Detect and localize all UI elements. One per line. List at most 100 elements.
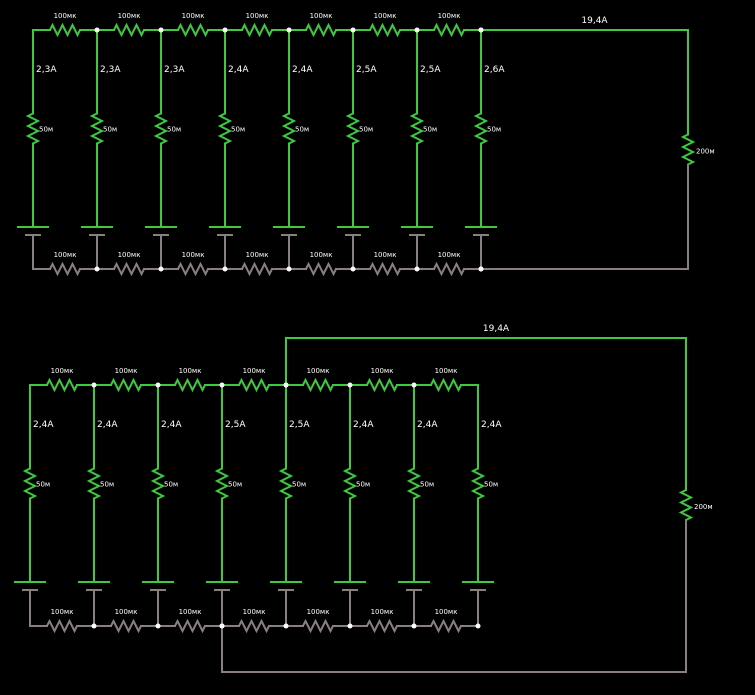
top-rail-resistor-label: 100мк xyxy=(51,367,74,375)
junction-node xyxy=(283,382,289,388)
branch-current-label: 2,5A xyxy=(289,420,310,430)
branch-resistor xyxy=(409,112,425,145)
top-rail-resistor xyxy=(110,377,142,393)
branch-resistor-label: 50м xyxy=(487,126,501,134)
junction-node xyxy=(286,27,292,33)
load-current-label: 19,4A xyxy=(483,324,510,334)
branch-resistor xyxy=(278,467,294,500)
junction-node xyxy=(91,623,97,629)
junction-node xyxy=(94,27,100,33)
branch-current-label: 2,4A xyxy=(292,65,313,75)
branch-resistor xyxy=(25,112,41,145)
load-resistor-label: 200м xyxy=(694,503,713,511)
branch-resistor-label: 50м xyxy=(484,481,498,489)
branch-resistor xyxy=(473,112,489,145)
branch-resistor-label: 50м xyxy=(359,126,373,134)
top-rail-resistor xyxy=(113,22,145,38)
top-rail-resistor xyxy=(369,22,401,38)
load-resistor-label: 200м xyxy=(696,148,715,156)
junction-node xyxy=(286,266,292,272)
bottom-rail-resistor-label: 100мк xyxy=(371,608,394,616)
bottom-rail-resistor xyxy=(305,261,337,277)
junction-node xyxy=(158,266,164,272)
bottom-rail-resistor-label: 100мк xyxy=(435,608,458,616)
junction-node xyxy=(347,623,353,629)
branch-resistor-label: 50м xyxy=(423,126,437,134)
bottom-rail-resistor-label: 100мк xyxy=(438,251,461,259)
top-rail-resistor xyxy=(174,377,206,393)
junction-node xyxy=(347,382,353,388)
branch-resistor-label: 50м xyxy=(356,481,370,489)
branch-current-label: 2,4A xyxy=(481,420,502,430)
top-rail-resistor-label: 100мк xyxy=(182,12,205,20)
branch-current-label: 2,5A xyxy=(356,65,377,75)
branch-resistor-label: 50м xyxy=(420,481,434,489)
branch-current-label: 2,4A xyxy=(33,420,54,430)
branch-current-label: 2,5A xyxy=(225,420,246,430)
top-rail-resistor-label: 100мк xyxy=(438,12,461,20)
bottom-rail-resistor-label: 100мк xyxy=(307,608,330,616)
branch-resistor-label: 50м xyxy=(167,126,181,134)
bottom-rail-resistor-label: 100мк xyxy=(179,608,202,616)
branch-resistor xyxy=(214,467,230,500)
branch-resistor-label: 50м xyxy=(292,481,306,489)
top-rail-resistor xyxy=(177,22,209,38)
branch-resistor xyxy=(89,112,105,145)
branch-resistor xyxy=(150,467,166,500)
branch-current-label: 2,5A xyxy=(420,65,441,75)
junction-node xyxy=(414,27,420,33)
branch-current-label: 2,4A xyxy=(353,420,374,430)
junction-node xyxy=(219,623,225,629)
junction-node xyxy=(91,382,97,388)
bottom-rail-resistor xyxy=(177,261,209,277)
bottom-rail-resistor xyxy=(238,618,270,634)
branch-current-label: 2,3A xyxy=(100,65,121,75)
load-resistor xyxy=(680,133,696,166)
top-rail-resistor-label: 100мк xyxy=(118,12,141,20)
bottom-rail-resistor-label: 100мк xyxy=(374,251,397,259)
junction-node xyxy=(222,27,228,33)
bottom-rail-resistor-label: 100мк xyxy=(54,251,77,259)
junction-node xyxy=(411,382,417,388)
top-rail-resistor xyxy=(241,22,273,38)
load-current-label: 19,4A xyxy=(581,16,608,26)
branch-resistor-label: 50м xyxy=(39,126,53,134)
top-rail-resistor xyxy=(302,377,334,393)
branch-resistor-label: 50м xyxy=(228,481,242,489)
bottom-rail-resistor xyxy=(430,618,462,634)
junction-node xyxy=(411,623,417,629)
top-rail-resistor-label: 100мк xyxy=(115,367,138,375)
bottom-rail-resistor-label: 100мк xyxy=(246,251,269,259)
branch-current-label: 2,6A xyxy=(484,65,505,75)
branch-current-label: 2,4A xyxy=(97,420,118,430)
branch-current-label: 2,3A xyxy=(36,65,57,75)
branch-resistor xyxy=(470,467,486,500)
junction-node xyxy=(155,623,161,629)
branch-resistor-label: 50м xyxy=(231,126,245,134)
bottom-rail-resistor xyxy=(366,618,398,634)
bottom-rail-resistor-label: 100мк xyxy=(243,608,266,616)
branch-current-label: 2,4A xyxy=(417,420,438,430)
top-rail-resistor xyxy=(238,377,270,393)
junction-node xyxy=(350,266,356,272)
branch-current-label: 2,3A xyxy=(164,65,185,75)
top-rail-resistor-label: 100мк xyxy=(374,12,397,20)
bottom-rail-resistor xyxy=(302,618,334,634)
branch-current-label: 2,4A xyxy=(161,420,182,430)
bottom-rail-resistor-label: 100мк xyxy=(310,251,333,259)
branch-resistor xyxy=(342,467,358,500)
branch-resistor xyxy=(153,112,169,145)
junction-node xyxy=(283,623,289,629)
top-rail-resistor-label: 100мк xyxy=(307,367,330,375)
bottom-rail-resistor xyxy=(369,261,401,277)
branch-resistor-label: 50м xyxy=(100,481,114,489)
bottom-rail-resistor xyxy=(433,261,465,277)
branch-resistor xyxy=(217,112,233,145)
branch-resistor-label: 50м xyxy=(103,126,117,134)
junction-node xyxy=(222,266,228,272)
top-rail-resistor-label: 100мк xyxy=(310,12,333,20)
junction-node xyxy=(219,382,225,388)
branch-current-label: 2,4A xyxy=(228,65,249,75)
branch-resistor xyxy=(281,112,297,145)
